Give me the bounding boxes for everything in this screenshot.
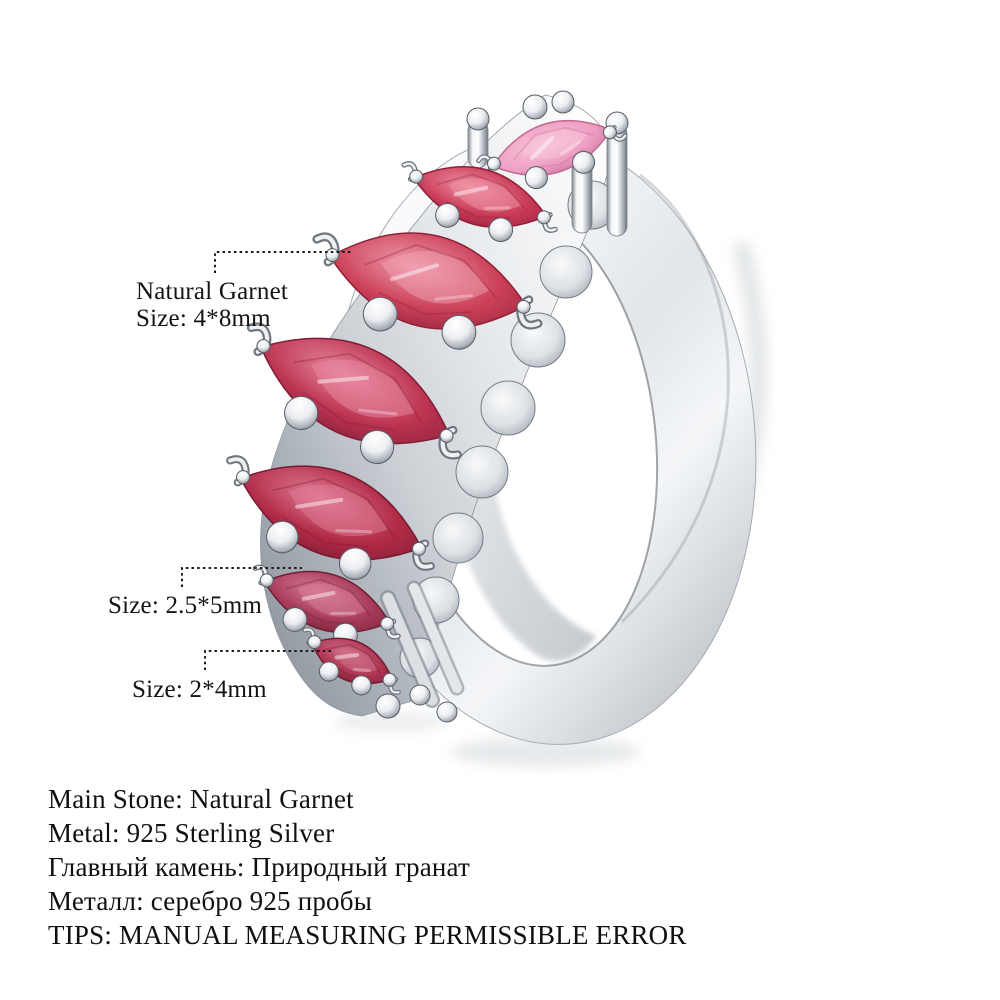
prong-ball: [266, 520, 299, 554]
bottom-prong-tubes: [380, 580, 465, 708]
prong-ball: [524, 166, 548, 190]
prong-ball: [435, 203, 460, 228]
garnet-stone: [401, 161, 558, 243]
prong-ball: [516, 299, 531, 314]
prong-ball: [256, 339, 271, 354]
prong-ball: [522, 94, 548, 120]
garnet-stone: [302, 627, 401, 696]
garnet-stone: [252, 564, 401, 648]
prong-ball: [488, 217, 514, 243]
prong-ball: [602, 125, 617, 140]
spec-line-main-stone-ru: Главный камень: Природный гранат: [48, 852, 471, 882]
prong-ball: [551, 90, 575, 114]
annotation-stone-large-name: Natural Garnet: [136, 278, 289, 305]
prong-ball: [409, 684, 431, 706]
prong-ball: [441, 314, 477, 350]
spec-line-tips: TIPS: MANUAL MEASURING PERMISSIBLE ERROR: [48, 920, 687, 950]
prong-ball: [284, 395, 319, 431]
prong-ball: [307, 635, 322, 650]
prong-ball: [236, 470, 251, 485]
annotation-stone-large-size: Size: 4*8mm: [136, 305, 271, 332]
spec-line-main-stone: Main Stone: Natural Garnet: [48, 784, 354, 814]
prong-ball: [436, 701, 458, 723]
prong-ball: [572, 150, 596, 174]
prong-ball: [411, 541, 426, 556]
annotation-stone-medium: Size: 2.5*5mm: [108, 592, 262, 619]
spec-line-metal-ru: Металл: серебро 925 пробы: [48, 886, 373, 916]
annotation-stone-large: Natural Garnet Size: 4*8mm: [136, 278, 288, 332]
prong-ball: [487, 156, 502, 171]
prong-ball: [325, 248, 340, 263]
spec-line-metal: Metal: 925 Sterling Silver: [48, 818, 335, 848]
prong-ball: [466, 107, 490, 131]
garnet-stone: [312, 232, 543, 350]
prong-ball: [318, 661, 340, 682]
product-specs: Main Stone: Natural Garnet Metal: 925 St…: [48, 782, 687, 952]
annotation-stone-small: Size: 2*4mm: [132, 676, 267, 703]
prong-ball: [338, 547, 372, 580]
prong-ball: [282, 607, 308, 632]
leader-line: [181, 567, 302, 587]
prong-ball: [380, 616, 395, 631]
garnet-stone: [476, 119, 628, 190]
gallery-scallop: [432, 512, 484, 564]
garnet-stone: [226, 455, 435, 580]
gallery-scallop: [455, 445, 509, 499]
gallery-scallop: [480, 380, 536, 436]
garnet-stone: [246, 322, 462, 465]
prong-ball: [359, 429, 395, 465]
prong-ball: [536, 210, 551, 225]
prong-ball: [375, 693, 401, 719]
prong-ball: [382, 672, 397, 687]
prong-ball: [259, 573, 274, 588]
leader-line: [204, 650, 333, 670]
prong-ball: [362, 296, 398, 332]
prong-ball: [351, 675, 372, 696]
prong-ball: [439, 428, 454, 443]
prong-ball: [409, 169, 424, 184]
leader-line: [214, 251, 352, 273]
gallery-scallop: [539, 245, 593, 299]
